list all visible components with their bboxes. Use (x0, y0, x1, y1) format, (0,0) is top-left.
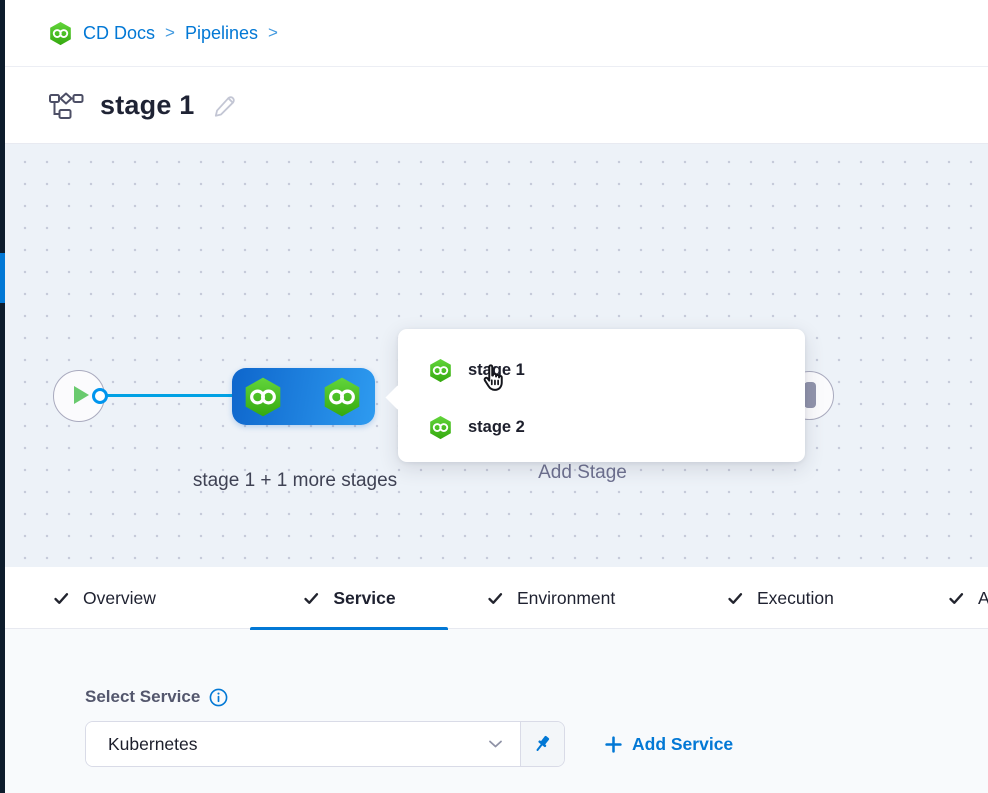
breadcrumb-bar: CD Docs > Pipelines > (5, 0, 988, 67)
tab-advanced[interactable]: Advanced (947, 567, 988, 629)
page-title: stage 1 (100, 90, 195, 120)
breadcrumb-separator: > (165, 23, 175, 42)
left-nav-strip[interactable] (0, 0, 5, 793)
add-service-button[interactable]: Add Service (605, 721, 733, 767)
pipeline-canvas[interactable]: stage 1 + 1 more stages Add Stage stage … (5, 144, 988, 567)
pin-service-button[interactable] (520, 722, 564, 766)
popup-item-stage-2[interactable]: stage 2 (428, 410, 805, 444)
tab-label: Overview (83, 587, 156, 608)
tab-environment[interactable]: Environment (486, 567, 615, 629)
popup-item-stage-1[interactable]: stage 1 (428, 353, 805, 387)
stage-list-popup: stage 1 stage 2 (398, 329, 805, 462)
tab-label: Advanced (978, 587, 988, 608)
edge-connector-dot[interactable] (92, 388, 108, 404)
check-icon (304, 593, 319, 604)
check-icon (949, 593, 964, 604)
breadcrumb-link-project[interactable]: CD Docs (83, 22, 156, 43)
stage-title-bar: stage 1 (5, 68, 988, 144)
popup-item-label: stage 2 (468, 417, 525, 436)
edit-pencil-icon[interactable] (212, 92, 239, 119)
tab-label: Execution (757, 587, 834, 608)
popup-item-label: stage 1 (468, 360, 525, 379)
add-stage-label[interactable]: Add Stage (538, 462, 627, 483)
check-icon (54, 593, 69, 604)
service-select-group: Kubernetes (85, 721, 565, 767)
stage-hexagon-icon (242, 376, 284, 423)
stages-flowchart-icon (48, 91, 84, 121)
tab-label: Service (333, 587, 396, 608)
plus-icon (605, 735, 622, 753)
breadcrumb-link-pipelines[interactable]: Pipelines (184, 22, 258, 43)
tab-execution[interactable]: Execution (726, 567, 834, 629)
left-nav-active-indicator (0, 253, 5, 303)
check-icon (728, 593, 743, 604)
tab-service[interactable]: Service (250, 567, 448, 630)
stage-node-label: stage 1 + 1 more stages (192, 470, 398, 491)
stage-tab-bar: Overview Service Environment Execution A… (5, 567, 988, 630)
check-icon (488, 593, 503, 604)
pushpin-icon (531, 733, 554, 756)
info-icon[interactable] (209, 688, 228, 707)
service-select[interactable]: Kubernetes (86, 722, 520, 766)
select-service-label: Select Service (85, 687, 201, 706)
breadcrumb-separator: > (268, 23, 278, 42)
harness-cd-icon (48, 20, 73, 46)
play-icon (74, 386, 89, 404)
service-panel: Select Service Kubernetes (5, 629, 988, 793)
select-service-row: Select Service (85, 687, 228, 707)
add-service-label: Add Service (632, 733, 734, 754)
chevron-down-icon (488, 739, 503, 749)
stop-icon (804, 382, 816, 408)
stage-hexagon-icon (321, 376, 363, 423)
service-select-value: Kubernetes (108, 733, 198, 754)
stage-group-node[interactable] (232, 368, 375, 425)
stage-hexagon-icon (428, 414, 453, 440)
tab-overview[interactable]: Overview (52, 567, 156, 629)
pipeline-edge (103, 394, 234, 397)
stage-hexagon-icon (428, 357, 453, 383)
breadcrumb: CD Docs > Pipelines > (48, 20, 278, 46)
tab-label: Environment (517, 587, 616, 608)
